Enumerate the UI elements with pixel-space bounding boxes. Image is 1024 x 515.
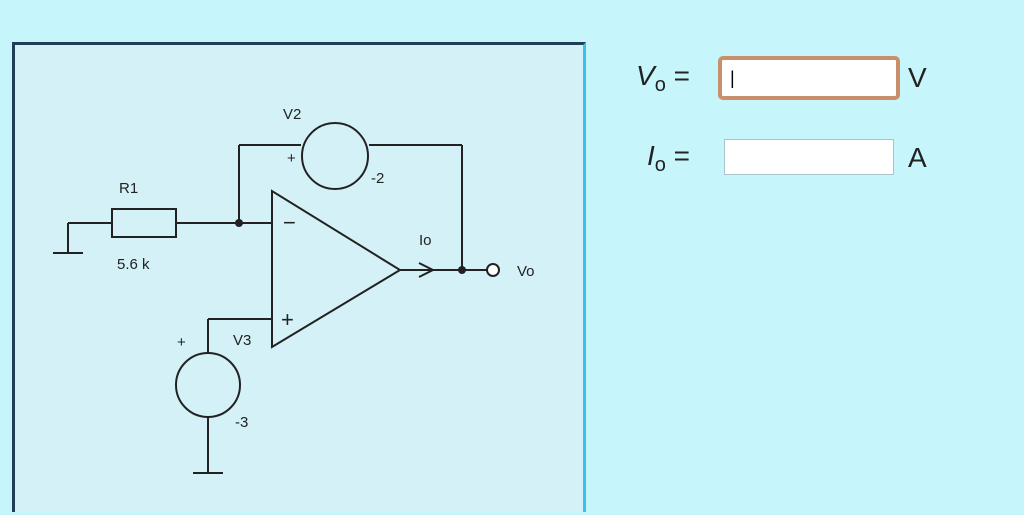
io-equals: =: [673, 140, 690, 171]
r1-name-label: R1: [119, 180, 138, 197]
io-symbol: I: [646, 140, 655, 171]
io-answer-row: Io = A: [612, 136, 972, 180]
vo-subscript: o: [654, 74, 666, 96]
output-label: Vo: [517, 263, 535, 280]
output-terminal: [486, 263, 500, 277]
vo-answer-row: Vo = V: [612, 56, 972, 100]
current-arrow: [418, 262, 436, 278]
io-unit: A: [908, 142, 927, 173]
vo-equals: =: [673, 60, 690, 91]
v3-name-label: V3: [233, 332, 251, 349]
circuit-diagram: R1 5.6 k V2 + -2 − + Io Vo + V3 -3: [53, 106, 535, 474]
voltage-source-v2: [301, 122, 369, 190]
v3-value-label: -3: [235, 414, 248, 431]
v3-plus-label: +: [177, 334, 186, 351]
v2-value-label: -2: [371, 170, 384, 187]
resistor-r1: [111, 208, 177, 238]
v2-name-label: V2: [283, 106, 301, 123]
circuit-panel: R1 5.6 k V2 + -2 − + Io Vo + V3 -3: [12, 42, 586, 512]
current-label: Io: [419, 232, 432, 249]
r1-value-label: 5.6 k: [117, 256, 150, 273]
vo-label: Vo =: [612, 60, 690, 97]
io-subscript: o: [654, 154, 666, 176]
io-input[interactable]: [724, 139, 894, 175]
voltage-source-v3: [175, 352, 241, 418]
io-label: Io =: [612, 140, 690, 177]
op-amp: [271, 189, 402, 349]
opamp-inverting-sign: −: [283, 210, 296, 235]
opamp-noninverting-sign: +: [281, 307, 294, 332]
node-output: [458, 266, 466, 274]
vo-symbol: V: [636, 60, 655, 91]
vo-input[interactable]: [718, 56, 900, 100]
v2-plus-label: +: [287, 150, 296, 167]
vo-unit: V: [908, 62, 927, 93]
